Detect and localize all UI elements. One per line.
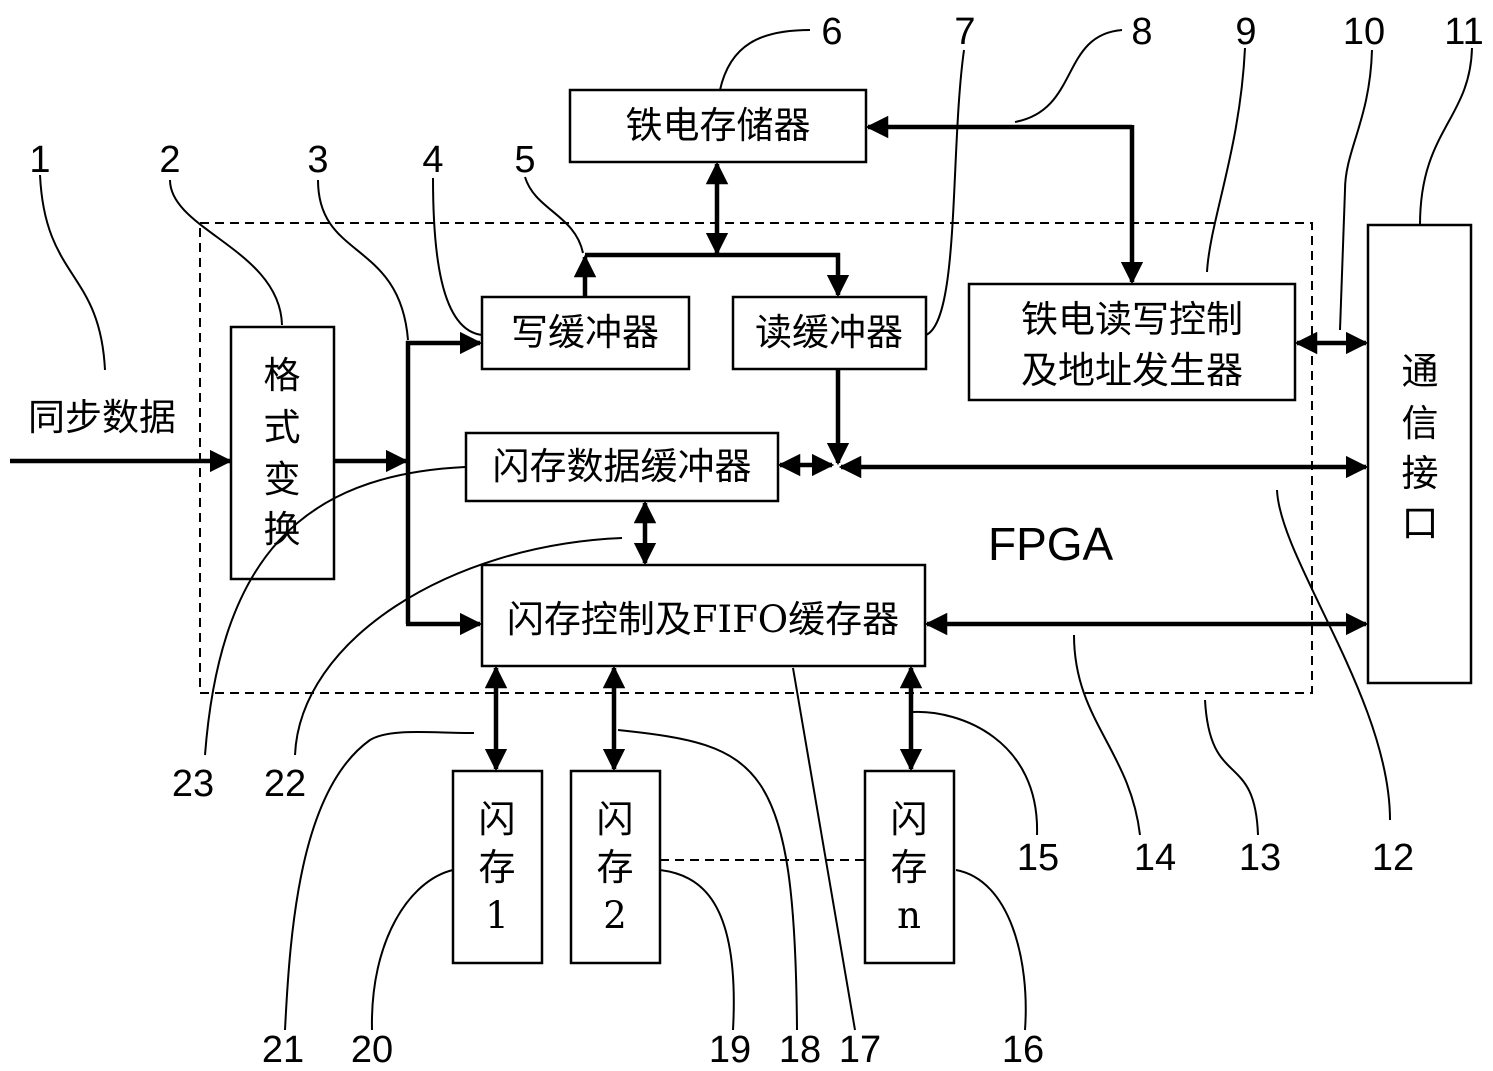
ferroelectric-memory-block: 铁电存储器 <box>570 90 866 162</box>
callout-23: 23 <box>172 763 214 805</box>
flash-1-char-1: 闪 <box>479 798 516 841</box>
leader-1 <box>40 175 105 370</box>
sync-data-label: 同步数据 <box>28 396 176 439</box>
comm-interface-block: 通 信 接 口 <box>1368 225 1471 683</box>
leader-2 <box>170 180 282 325</box>
callout-5: 5 <box>514 139 535 181</box>
callout-9: 9 <box>1235 11 1256 53</box>
leader-16 <box>956 870 1026 1030</box>
flash-control-fifo-block: 闪存控制及FIFO缓存器 <box>482 565 925 666</box>
format-char-4: 换 <box>264 508 301 551</box>
flash-data-buffer-block: 闪存数据缓冲器 <box>466 433 778 501</box>
leader-11 <box>1420 48 1472 225</box>
flash-2-block: 闪 存 2 <box>571 771 660 963</box>
leader-17 <box>793 668 855 1030</box>
format-char-2: 式 <box>264 406 301 449</box>
ferroelectric-memory-label: 铁电存储器 <box>626 104 811 147</box>
format-char-3: 变 <box>264 458 301 501</box>
fram-control-label-2: 及地址发生器 <box>1021 349 1243 392</box>
callout-15: 15 <box>1017 837 1059 879</box>
write-buffer-label: 写缓冲器 <box>511 311 659 354</box>
callout-12: 12 <box>1372 837 1414 879</box>
callout-19: 19 <box>709 1029 751 1071</box>
callout-10: 10 <box>1343 11 1385 53</box>
leader-6 <box>720 30 810 90</box>
flash-2-char-3: 2 <box>603 894 627 937</box>
callout-21: 21 <box>262 1029 304 1071</box>
leader-7 <box>926 50 964 335</box>
comm-char-3: 接 <box>1402 452 1439 495</box>
flash-data-buffer-label: 闪存数据缓冲器 <box>493 445 752 488</box>
read-buffer-block: 读缓冲器 <box>733 297 926 369</box>
callout-18: 18 <box>779 1029 821 1071</box>
leader-4 <box>433 178 482 335</box>
comm-char-1: 通 <box>1402 350 1439 393</box>
leader-9 <box>1207 48 1245 272</box>
flash-control-fifo-label: 闪存控制及FIFO缓存器 <box>507 598 899 641</box>
callout-3: 3 <box>307 139 328 181</box>
callout-20: 20 <box>351 1029 393 1071</box>
fpga-label: FPGA <box>988 518 1114 570</box>
leader-20 <box>372 870 453 1030</box>
comm-char-2: 信 <box>1402 402 1439 445</box>
callout-4: 4 <box>422 139 443 181</box>
leader-3 <box>318 180 408 340</box>
fram-control-block: 铁电读写控制 及地址发生器 <box>969 284 1295 400</box>
flash-n-char-2: 存 <box>891 846 928 889</box>
comm-char-4: 口 <box>1402 502 1439 545</box>
flash-n-char-1: 闪 <box>891 798 928 841</box>
leader-8 <box>1015 30 1122 122</box>
callout-8: 8 <box>1131 11 1152 53</box>
leader-21 <box>285 732 474 1030</box>
leader-19 <box>660 870 734 1030</box>
read-buffer-label: 读缓冲器 <box>755 311 903 354</box>
flash-1-block: 闪 存 1 <box>453 771 542 963</box>
callout-1: 1 <box>29 139 50 181</box>
callout-6: 6 <box>821 11 842 53</box>
leader-5 <box>525 177 583 253</box>
flash-2-char-1: 闪 <box>597 798 634 841</box>
format-char-1: 格 <box>264 354 301 397</box>
flash-n-char-3: n <box>897 894 921 937</box>
callout-16: 16 <box>1002 1029 1044 1071</box>
flash-1-char-2: 存 <box>479 846 516 889</box>
callout-7: 7 <box>954 11 975 53</box>
format-conversion-block: 格 式 变 换 <box>231 327 334 579</box>
flash-2-char-2: 存 <box>597 846 634 889</box>
flash-n-block: 闪 存 n <box>865 771 954 963</box>
fram-control-label-1: 铁电读写控制 <box>1021 298 1243 341</box>
callout-17: 17 <box>839 1029 881 1071</box>
callout-22: 22 <box>264 763 306 805</box>
leader-13 <box>1205 700 1258 835</box>
write-buffer-block: 写缓冲器 <box>482 297 689 369</box>
leader-14 <box>1074 635 1140 835</box>
callout-11: 11 <box>1444 11 1483 53</box>
callout-14: 14 <box>1134 837 1176 879</box>
callout-2: 2 <box>159 139 180 181</box>
flash-1-char-3: 1 <box>485 894 509 937</box>
callout-13: 13 <box>1239 837 1281 879</box>
